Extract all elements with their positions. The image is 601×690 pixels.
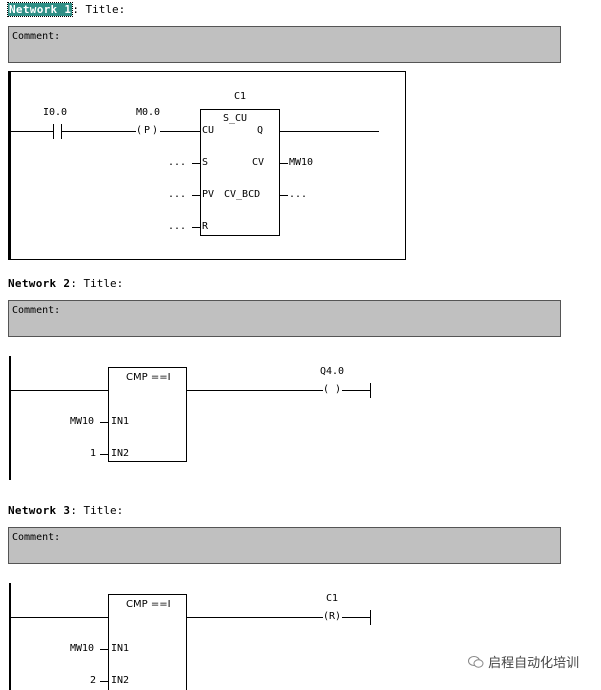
network-3-label[interactable]: Network 3 bbox=[8, 504, 71, 517]
counter-type: S_CU bbox=[223, 113, 248, 124]
cmp-block[interactable] bbox=[108, 594, 187, 690]
network-2-title: : Title: bbox=[70, 277, 124, 290]
pin-wire bbox=[100, 422, 108, 423]
pin-r: R bbox=[202, 221, 209, 232]
coil-c1-label: C1 bbox=[326, 593, 339, 604]
in1-operand[interactable]: MW10 bbox=[70, 416, 95, 427]
coil-q4-0-label: Q4.0 bbox=[320, 366, 345, 377]
edge-m0-0-label: M0.0 bbox=[136, 107, 161, 118]
pin-cv-bcd: CV_BCD bbox=[224, 189, 261, 200]
pin-wire bbox=[100, 681, 108, 682]
in2-operand[interactable]: 2 bbox=[90, 675, 97, 686]
network-3-title: : Title: bbox=[70, 504, 124, 517]
rung-wire bbox=[342, 617, 370, 618]
rung-wire bbox=[187, 390, 323, 391]
network-1-label[interactable]: Network 1 bbox=[6, 2, 74, 17]
contact-left-bar[interactable] bbox=[53, 124, 54, 139]
network-2-label[interactable]: Network 2 bbox=[8, 277, 71, 290]
pin-wire bbox=[280, 195, 288, 196]
cv-bcd-unconnected[interactable]: ... bbox=[289, 189, 308, 200]
pin-pv: PV bbox=[202, 189, 215, 200]
pin-wire bbox=[280, 163, 288, 164]
rung-wire bbox=[342, 390, 370, 391]
pin-wire bbox=[192, 195, 200, 196]
network-3-comment[interactable]: Comment: bbox=[8, 527, 561, 564]
pv-unconnected[interactable]: ... bbox=[168, 189, 187, 200]
cmp-block[interactable] bbox=[108, 367, 187, 462]
network-3-header[interactable]: Network 3: Title: bbox=[8, 504, 123, 517]
cmp-type: CMP ==I bbox=[126, 372, 171, 383]
network-1-title: : Title: bbox=[72, 3, 126, 16]
network-2-header[interactable]: Network 2: Title: bbox=[8, 277, 123, 290]
network-3-power-rail bbox=[9, 583, 11, 690]
right-rail-stub bbox=[370, 383, 371, 398]
right-rail-stub bbox=[370, 610, 371, 625]
pin-in1: IN1 bbox=[111, 643, 130, 654]
in2-operand[interactable]: 1 bbox=[90, 448, 97, 459]
watermark: 启程自动化培训 bbox=[468, 652, 579, 671]
pin-cv: CV bbox=[252, 157, 265, 168]
rung-wire bbox=[11, 131, 53, 132]
pin-cu: CU bbox=[202, 125, 215, 136]
cmp-type: CMP ==I bbox=[126, 599, 171, 610]
wechat-icon bbox=[468, 656, 484, 668]
pin-wire bbox=[100, 649, 108, 650]
in1-operand[interactable]: MW10 bbox=[70, 643, 95, 654]
q-output-wire bbox=[280, 131, 379, 132]
network-2-power-rail bbox=[9, 356, 11, 480]
contact-i0-0-label: I0.0 bbox=[43, 107, 68, 118]
rung-wire bbox=[11, 617, 108, 618]
r-unconnected[interactable]: ... bbox=[168, 221, 187, 232]
pin-wire bbox=[192, 163, 200, 164]
coil-q4-0-symbol[interactable]: ( ) bbox=[323, 384, 342, 395]
network-2-comment[interactable]: Comment: bbox=[8, 300, 561, 337]
coil-reset-symbol[interactable]: (R) bbox=[323, 611, 342, 622]
network-1-comment[interactable]: Comment: bbox=[8, 26, 561, 63]
network-1-power-rail bbox=[9, 72, 11, 259]
edge-left-paren[interactable]: ( bbox=[136, 125, 143, 136]
pin-in2: IN2 bbox=[111, 448, 130, 459]
edge-right-paren[interactable]: ) bbox=[152, 125, 159, 136]
pin-wire bbox=[192, 227, 200, 228]
pin-s: S bbox=[202, 157, 209, 168]
watermark-text: 启程自动化培训 bbox=[488, 656, 580, 671]
rung-wire bbox=[187, 617, 323, 618]
counter-block[interactable] bbox=[200, 109, 280, 236]
rung-wire bbox=[62, 131, 136, 132]
pin-in1: IN1 bbox=[111, 416, 130, 427]
rung-wire bbox=[11, 390, 108, 391]
pin-in2: IN2 bbox=[111, 675, 130, 686]
network-1-header[interactable]: Network 1: Title: bbox=[6, 2, 126, 17]
rung-wire bbox=[160, 131, 201, 132]
counter-c1-label: C1 bbox=[234, 91, 247, 102]
s-unconnected[interactable]: ... bbox=[168, 157, 187, 168]
pin-wire bbox=[100, 454, 108, 455]
edge-p-symbol[interactable]: P bbox=[144, 125, 151, 136]
pin-q: Q bbox=[257, 125, 264, 136]
contact-right-bar[interactable] bbox=[61, 124, 62, 139]
cv-operand[interactable]: MW10 bbox=[289, 157, 314, 168]
